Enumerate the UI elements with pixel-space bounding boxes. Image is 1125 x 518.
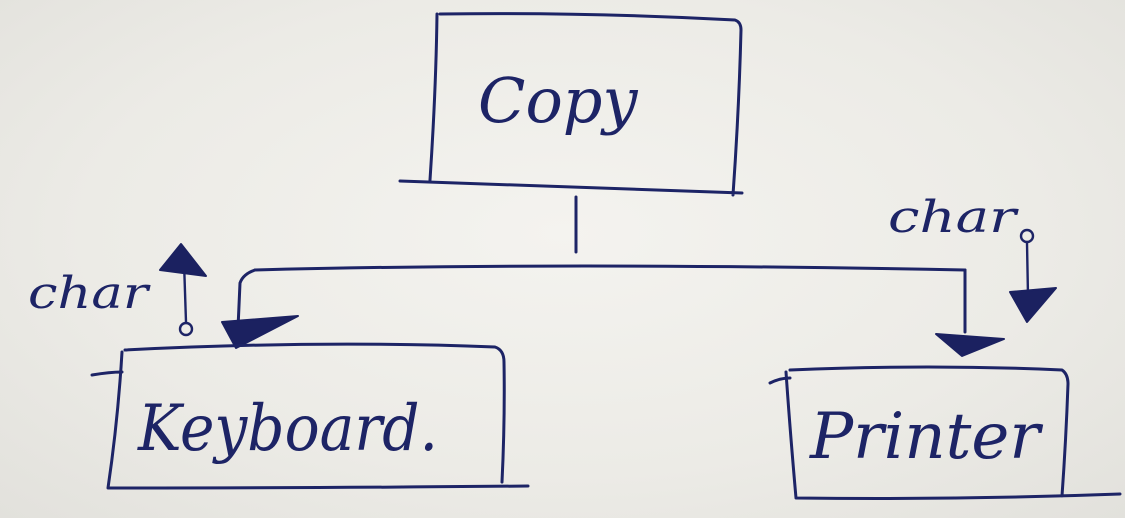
data-couple-right-shaft	[1025, 241, 1030, 298]
data-couple-right-label: char	[888, 192, 1020, 243]
module-copy: Copy	[398, 12, 744, 197]
connector-left-drop	[236, 268, 257, 330]
module-keyboard: Keyboard.	[90, 342, 530, 490]
module-keyboard-box	[90, 342, 530, 490]
module-printer-box	[768, 365, 1122, 500]
arrowhead-to-keyboard	[221, 315, 299, 349]
module-printer-label: Printer	[809, 400, 1043, 474]
module-copy-box	[398, 12, 744, 197]
data-couple-right: char	[888, 192, 1057, 323]
data-couple-right-arrowhead	[1009, 287, 1057, 323]
data-couple-left-tail-circle	[178, 321, 194, 337]
connector-bus	[253, 264, 967, 272]
module-printer: Printer	[768, 365, 1122, 500]
arrowhead-to-printer	[935, 333, 1005, 357]
data-couple-left: char	[28, 243, 207, 337]
module-keyboard-label: Keyboard.	[137, 392, 438, 466]
data-couple-left-label: char	[28, 268, 152, 319]
data-couple-left-arrowhead	[159, 243, 207, 277]
call-connectors	[221, 195, 1005, 357]
module-copy-label: Copy	[478, 64, 638, 137]
data-couple-right-tail-circle	[1019, 228, 1035, 244]
